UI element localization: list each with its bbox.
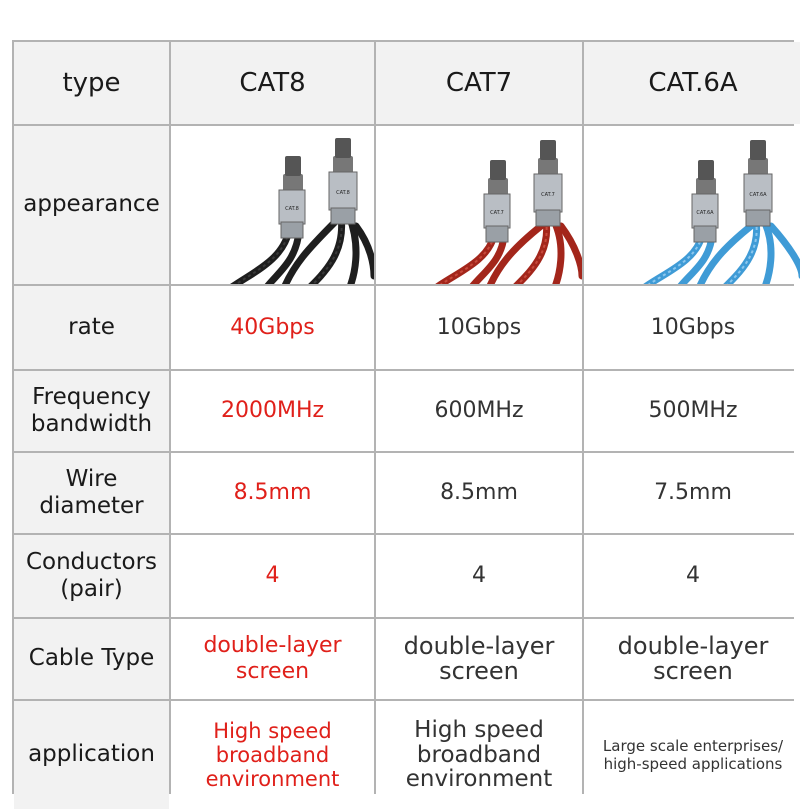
cat8-cable-type-value: double-layer screen	[203, 633, 342, 684]
cat6a-wire-value: 7.5mm	[654, 480, 732, 506]
cat8-plug-label-right: CAT.8	[336, 190, 350, 196]
cat7-conductors: 4	[376, 535, 582, 617]
cat6a-cable-type: double-layer screen	[584, 619, 800, 699]
row-label-conductors: Conductors (pair)	[14, 535, 169, 617]
cat8-cable-illustration: CAT.8 CAT.8	[230, 138, 374, 284]
cat7-application-value: High speed broadband environment	[405, 716, 553, 793]
header-type-label: type	[62, 67, 121, 98]
cat8-frequency-value: 2000MHz	[220, 398, 325, 424]
cat7-frequency: 600MHz	[376, 371, 582, 451]
rate-label: rate	[68, 313, 115, 340]
cat8-rate: 40Gbps	[171, 286, 374, 369]
cat6a-plug-label-right: CAT.6A	[749, 192, 767, 198]
cat6a-cable-illustration: CAT.6A CAT.6A	[643, 140, 800, 284]
comparison-table: type CAT8 CAT7 CAT.6A appearance CAT.8	[12, 40, 800, 809]
header-cat7: CAT7	[376, 42, 582, 124]
cat8-conductors-value: 4	[265, 563, 280, 589]
cat7-cable-type-value: double-layer screen	[403, 631, 555, 685]
cat6a-rate-value: 10Gbps	[650, 314, 736, 340]
cat7-plug-label-left: CAT.7	[490, 210, 504, 216]
cat6a-conductors-value: 4	[686, 563, 700, 589]
cat6a-application: Large scale enterprises/ high-speed appl…	[584, 701, 800, 809]
header-cat7-label: CAT7	[445, 67, 513, 98]
cat7-cable-type: double-layer screen	[376, 619, 582, 699]
cat8-frequency: 2000MHz	[171, 371, 374, 451]
cat7-conductors-value: 4	[472, 563, 486, 589]
wire-label: Wire diameter	[39, 465, 144, 519]
cat8-application: High speed broadband environment	[171, 701, 374, 809]
cat7-cable-image: CAT.7 CAT.7	[376, 126, 582, 284]
cable-type-label: Cable Type	[28, 645, 155, 672]
cat6a-plug-label-left: CAT.6A	[696, 210, 714, 216]
cat7-application: High speed broadband environment	[376, 701, 582, 809]
appearance-label: appearance	[23, 191, 160, 218]
cat7-wire-value: 8.5mm	[440, 480, 518, 506]
cat7-rate-value: 10Gbps	[436, 314, 522, 340]
header-cat8-label: CAT8	[239, 67, 306, 98]
row-label-cable-type: Cable Type	[14, 619, 169, 699]
cat8-application-value: High speed broadband environment	[205, 718, 340, 792]
row-label-application: application	[14, 701, 169, 809]
cat7-cable-illustration: CAT.7 CAT.7	[435, 140, 582, 284]
conductors-label: Conductors (pair)	[25, 548, 158, 602]
cat7-frequency-value: 600MHz	[434, 398, 524, 424]
row-label-frequency: Frequency bandwidth	[14, 371, 169, 451]
header-cat8: CAT8	[171, 42, 374, 124]
cat8-wire-value: 8.5mm	[233, 480, 312, 506]
cat8-rate-value: 40Gbps	[230, 314, 315, 340]
cat8-cable-type: double-layer screen	[171, 619, 374, 699]
cat7-wire: 8.5mm	[376, 453, 582, 533]
cat7-plug-label-right: CAT.7	[541, 192, 555, 198]
application-label: application	[28, 741, 155, 768]
cat8-wire: 8.5mm	[171, 453, 374, 533]
cat8-conductors: 4	[171, 535, 374, 617]
header-cat6a-label: CAT.6A	[648, 67, 738, 98]
cat6a-cable-image: CAT.6A CAT.6A	[584, 126, 800, 284]
cat6a-frequency-value: 500MHz	[648, 398, 738, 424]
cat6a-cable-type-value: double-layer screen	[617, 631, 769, 685]
cat6a-application-value: Large scale enterprises/ high-speed appl…	[602, 737, 784, 773]
cat8-plug-label-left: CAT.8	[285, 206, 299, 212]
row-label-rate: rate	[14, 286, 169, 369]
header-type: type	[14, 42, 169, 124]
cat6a-conductors: 4	[584, 535, 800, 617]
header-cat6a: CAT.6A	[584, 42, 800, 124]
cat6a-rate: 10Gbps	[584, 286, 800, 369]
cat6a-wire: 7.5mm	[584, 453, 800, 533]
frequency-label: Frequency bandwidth	[30, 383, 153, 437]
row-label-wire: Wire diameter	[14, 453, 169, 533]
cat8-cable-image: CAT.8 CAT.8	[171, 126, 374, 284]
row-label-appearance: appearance	[14, 126, 169, 284]
cat7-rate: 10Gbps	[376, 286, 582, 369]
cat6a-frequency: 500MHz	[584, 371, 800, 451]
